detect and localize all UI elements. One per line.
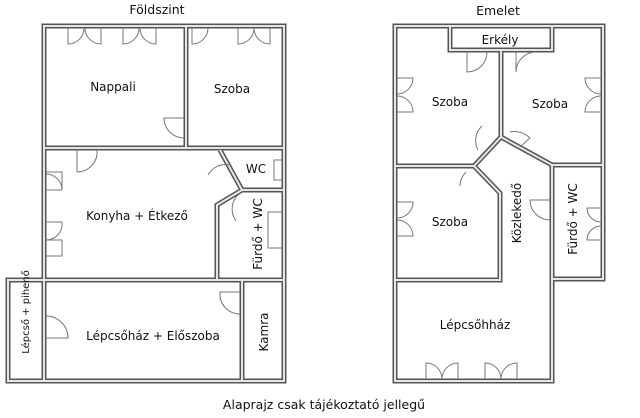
room-label-kozlekedo: Közlekedő <box>510 183 524 244</box>
doors <box>45 27 602 380</box>
room-label-furdo-upper: Fürdő + WC <box>566 183 580 254</box>
door-arc <box>509 131 531 148</box>
door-arc <box>529 199 551 221</box>
door-arc <box>45 315 69 339</box>
room-label-nappali: Nappali <box>90 80 136 94</box>
window-arc <box>584 77 602 113</box>
room-label-kamra: Kamra <box>257 313 271 352</box>
ground-floor-title: Földszint <box>129 2 184 17</box>
door-arc <box>515 51 537 73</box>
room-label-szoba: Szoba <box>214 82 250 96</box>
window-arc <box>586 207 602 241</box>
door-arc <box>466 51 488 73</box>
ground-floor-walls <box>5 23 287 384</box>
window-arc <box>484 362 518 380</box>
upper-floor-walls <box>392 23 606 384</box>
window-arc <box>45 171 63 191</box>
door-arc <box>231 194 239 222</box>
window-arc <box>122 27 157 45</box>
room-label-lepcsohaz: Lépcsőhház <box>440 318 511 332</box>
window-arc <box>425 362 459 380</box>
window-arc <box>191 27 271 45</box>
window-arc <box>396 201 414 237</box>
door-arc <box>219 291 241 315</box>
window-arc <box>67 27 102 45</box>
upper-floor-title: Emelet <box>476 3 520 18</box>
window-arc <box>396 77 414 113</box>
room-label-furdo: Fürdő + WC <box>251 198 265 269</box>
room-label-szoba-2: Szoba <box>532 97 568 111</box>
door-arc <box>76 149 98 173</box>
room-label-lepcsohaz-eloszoba: Lépcsőház + Előszoba <box>86 329 220 343</box>
window-arc <box>45 221 63 257</box>
window-arc <box>267 211 282 249</box>
room-label-konyha: Konyha + Étkező <box>86 208 188 223</box>
door-arc <box>207 164 231 176</box>
room-label-wc: WC <box>246 162 266 176</box>
room-label-lepcso-piheno: Lépcső + pihenő <box>20 270 32 354</box>
room-label-szoba-1: Szoba <box>432 95 468 109</box>
room-label-erkely: Erkély <box>482 33 519 47</box>
window-arc <box>273 159 282 181</box>
door-arc <box>475 125 483 151</box>
caption: Alaprajz csak tájékoztató jellegű <box>223 397 425 412</box>
room-label-szoba-3: Szoba <box>432 215 468 229</box>
door-arc <box>459 171 467 187</box>
door-arc <box>163 117 185 139</box>
